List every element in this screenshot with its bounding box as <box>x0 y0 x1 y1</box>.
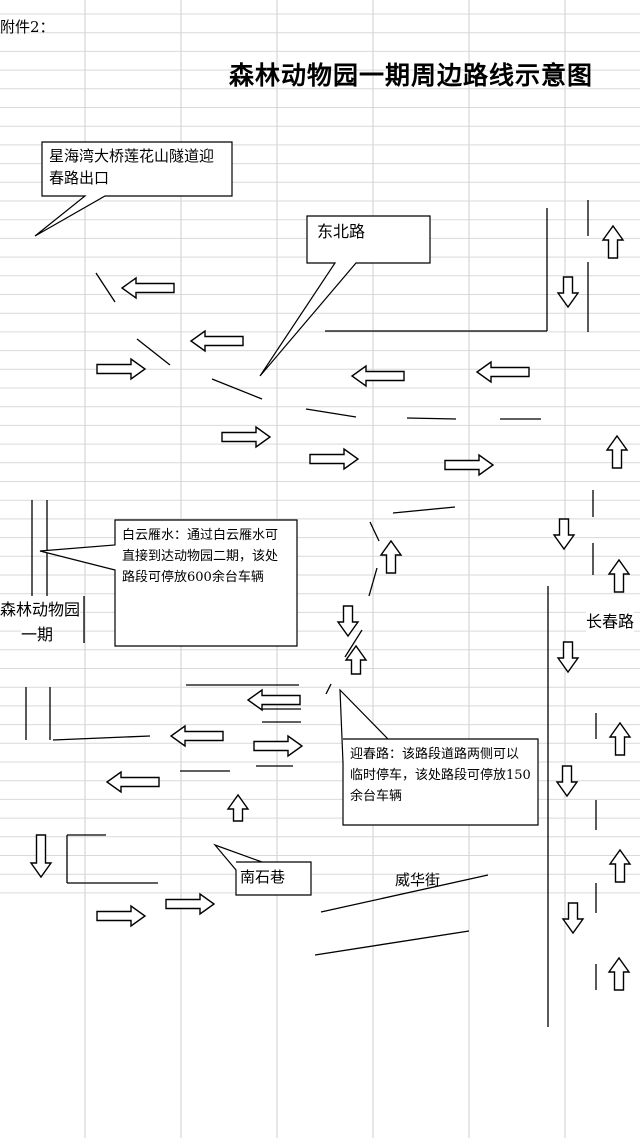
road-segment <box>392 506 456 514</box>
callout-yingchun-text: 迎春路：该路段道路两侧可以临时停车，该处路段可停放150余台车辆 <box>350 747 531 804</box>
direction-arrow-left <box>120 276 175 300</box>
road-segment <box>368 567 378 597</box>
road-label-weihua: 威华街 <box>395 871 441 889</box>
direction-arrow-right <box>221 425 272 449</box>
direction-arrow-left <box>350 364 405 388</box>
direction-arrow-up <box>226 793 250 822</box>
direction-arrow-left <box>246 688 301 712</box>
road-label-changchun: 长春路 <box>586 608 635 632</box>
road-segment <box>406 417 457 420</box>
callout-dongbei-text: 东北路 <box>317 222 366 241</box>
callout-xinghaiwan-bubble <box>34 141 233 237</box>
callout-baiyun-text: 白云雁水：通过白云雁水可直接到达动物园二期，该处路段可停放600余台车辆 <box>122 528 279 585</box>
road-segment <box>320 874 489 913</box>
attachment-label: 附件2： <box>0 18 55 36</box>
direction-arrow-up <box>601 224 625 259</box>
callout-yingchun-bubble <box>339 688 539 826</box>
road-segment <box>314 930 470 956</box>
road-segment <box>325 683 332 695</box>
callout-baiyun-bubble <box>39 519 298 647</box>
callout-nanshi-text: 南石巷 <box>240 868 286 886</box>
road-segment <box>211 378 263 400</box>
page-title: 森林动物园一期周边路线示意图 <box>229 61 594 90</box>
direction-arrow-down <box>29 834 53 879</box>
direction-arrow-left <box>189 329 244 353</box>
direction-arrow-down <box>555 765 579 798</box>
direction-arrow-up <box>607 558 631 593</box>
road-segment <box>369 521 380 542</box>
direction-arrow-up <box>607 956 631 991</box>
road-lines <box>25 200 597 1027</box>
direction-arrows <box>29 224 632 991</box>
road-segment <box>95 272 116 303</box>
direction-arrow-right <box>309 447 360 471</box>
direction-arrow-up <box>608 848 632 883</box>
direction-arrow-left <box>105 770 160 794</box>
direction-arrow-up <box>605 434 629 469</box>
direction-arrow-right <box>96 904 147 928</box>
direction-arrow-left <box>169 724 224 748</box>
direction-arrow-right <box>444 453 495 477</box>
direction-arrow-left <box>475 360 530 384</box>
direction-arrow-down <box>556 276 580 309</box>
callout-dongbei-bubble <box>259 215 431 377</box>
road-segment <box>52 735 151 741</box>
callout-shapes <box>34 141 539 896</box>
road-segment <box>344 629 363 658</box>
zoo-label-line1: 森林动物园 <box>0 596 81 620</box>
road-segment <box>136 338 171 366</box>
direction-arrow-right <box>96 357 147 381</box>
direction-arrow-down <box>552 518 576 551</box>
direction-arrow-up <box>608 721 632 756</box>
road-segment <box>305 408 357 418</box>
direction-arrow-down <box>561 902 585 935</box>
callout-xinghaiwan-text: 星海湾大桥莲花山隧道迎春路出口 <box>49 147 215 187</box>
direction-arrow-down <box>336 605 360 638</box>
direction-arrow-up <box>379 539 403 574</box>
zoo-label-line2: 一期 <box>21 621 54 645</box>
direction-arrow-right <box>253 734 304 758</box>
direction-arrow-up <box>344 644 368 675</box>
callout-nanshi-bubble <box>213 843 312 896</box>
direction-arrow-right <box>165 892 216 916</box>
direction-arrow-down <box>556 641 580 674</box>
